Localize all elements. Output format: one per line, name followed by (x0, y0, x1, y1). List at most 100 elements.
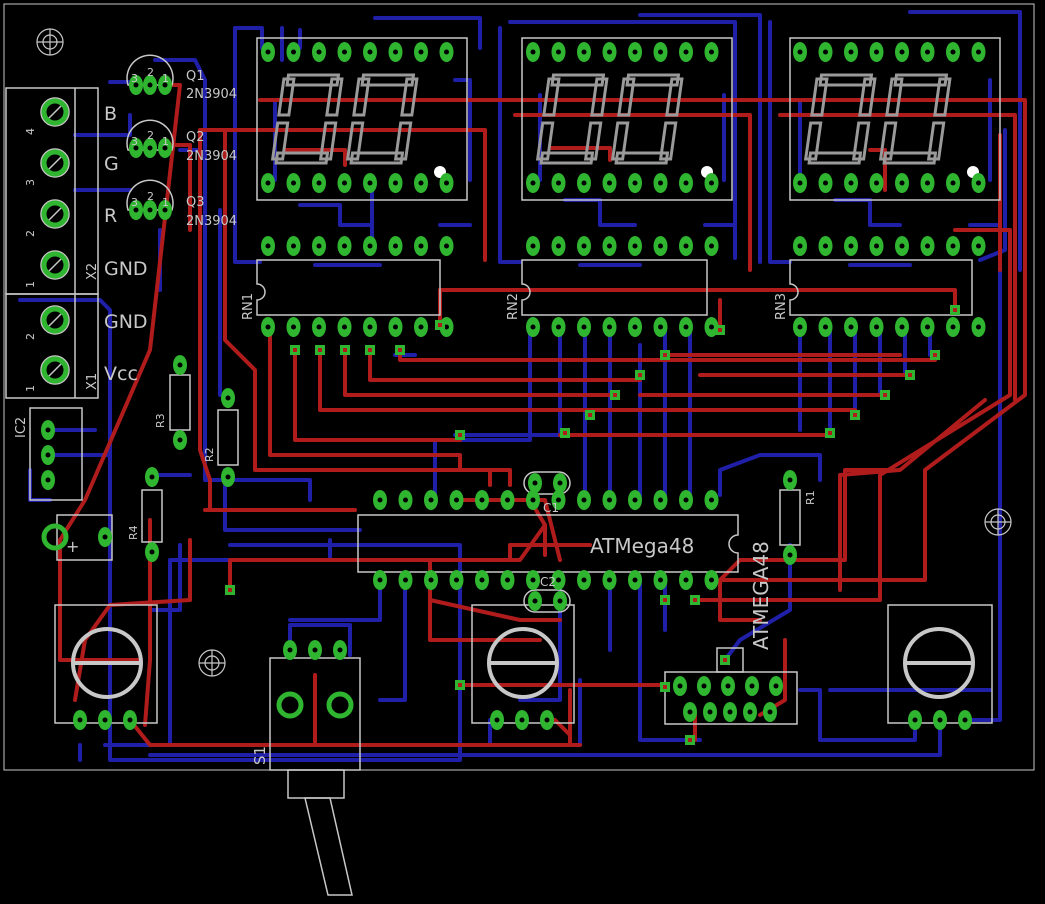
r3-outline (169, 374, 191, 431)
isp-key (716, 647, 744, 673)
mcu-pin (373, 490, 387, 510)
cap-pad (41, 523, 69, 551)
label-g: G (104, 153, 119, 175)
display-pad (414, 236, 428, 256)
label-b: B (104, 103, 117, 125)
display-pad (337, 317, 352, 337)
terminal-pad (41, 98, 69, 126)
isp-pad (763, 702, 777, 722)
display-pad (577, 236, 591, 256)
display-pad (363, 236, 377, 256)
mcu-pin (704, 570, 719, 590)
x2-pin-4: 4 (24, 128, 37, 135)
display-pad (679, 42, 693, 62)
q1-part: 2N3904 (186, 87, 237, 102)
x1-outline (5, 293, 99, 399)
mcu-pin (500, 490, 515, 510)
display-pad (920, 317, 935, 337)
display-pad (577, 173, 591, 193)
rn2-outline (521, 259, 708, 316)
via (850, 410, 860, 420)
display-pad (704, 236, 719, 256)
c1-outline (523, 471, 571, 495)
q3-pad (143, 200, 157, 220)
display-pad (895, 42, 909, 62)
q1-pin-3: 3 (131, 72, 138, 85)
x2-pin-3: 3 (24, 179, 37, 186)
resistor-pad (145, 467, 159, 487)
display-pad (793, 236, 807, 256)
c1-pad (528, 473, 542, 493)
display-pad (920, 173, 935, 193)
resistor-pad (221, 467, 235, 487)
q2-pad (143, 138, 157, 158)
display-pad (704, 42, 719, 62)
q2-pad (158, 138, 172, 158)
display-pad (261, 317, 275, 337)
display-pad (869, 173, 884, 193)
q2-ref: Q2 (186, 130, 205, 145)
display-pad (679, 173, 693, 193)
ic2-pad (41, 470, 55, 490)
q1-pin-2: 2 (147, 66, 154, 79)
c2-ref: C2 (540, 575, 556, 589)
mcu-pin (475, 490, 489, 510)
rn3-outline (789, 259, 973, 316)
pot-pad (908, 710, 922, 730)
via (825, 428, 835, 438)
q3-pin-1: 1 (162, 196, 169, 209)
mcu-pin (424, 570, 438, 590)
display-pad (793, 317, 807, 337)
mcu-pin (653, 490, 668, 510)
isp-pad (673, 676, 687, 696)
display-pad (312, 173, 326, 193)
display-pad (895, 317, 909, 337)
via (455, 430, 465, 440)
display-pad (526, 236, 540, 256)
via (905, 370, 915, 380)
mcu-pin (500, 570, 515, 590)
display-pad (551, 236, 566, 256)
switch-pad (283, 640, 297, 660)
cap-outline (56, 514, 113, 561)
pads (41, 42, 986, 745)
via (660, 682, 670, 692)
display-pad (628, 173, 642, 193)
display-pad (895, 236, 909, 256)
terminal-pad (41, 251, 69, 279)
labels: Q1 2N3904 Q2 2N3904 Q3 2N3904 3 2 1 3 2 … (14, 66, 817, 765)
ic2-ref: IC2 (14, 417, 29, 438)
display-pad (439, 173, 454, 193)
via (610, 390, 620, 400)
display-pad (286, 42, 301, 62)
board-outline (3, 3, 1035, 771)
r3-ref: R3 (154, 413, 167, 428)
display-pad (312, 42, 326, 62)
via (290, 345, 300, 355)
mcu-name: ATMEGA48 (749, 541, 773, 650)
label-r: R (104, 205, 117, 227)
via (635, 370, 645, 380)
q2-outline (126, 119, 174, 151)
mcu-pin (602, 570, 617, 590)
rn1-outline (256, 259, 441, 316)
pot-pad (98, 710, 112, 730)
x1-pin-2: 2 (24, 333, 37, 340)
display-pad (818, 236, 833, 256)
display-pad (653, 42, 668, 62)
q3-part: 2N3904 (186, 214, 237, 229)
q3-outline (126, 179, 174, 211)
mcu-pin (424, 490, 438, 510)
display-pad (577, 42, 591, 62)
switch-mount-pad (326, 691, 354, 719)
q2-pin-3: 3 (131, 135, 138, 148)
seven-segment-digit (345, 73, 419, 165)
display-pad (628, 236, 642, 256)
display-pad (261, 42, 275, 62)
mcu-outline (357, 514, 739, 573)
label-gnd-x1: GND (104, 311, 148, 333)
x1-pin-1: 1 (24, 385, 37, 392)
display-pad (971, 42, 986, 62)
display-pad (844, 236, 858, 256)
display-pad (653, 173, 668, 193)
